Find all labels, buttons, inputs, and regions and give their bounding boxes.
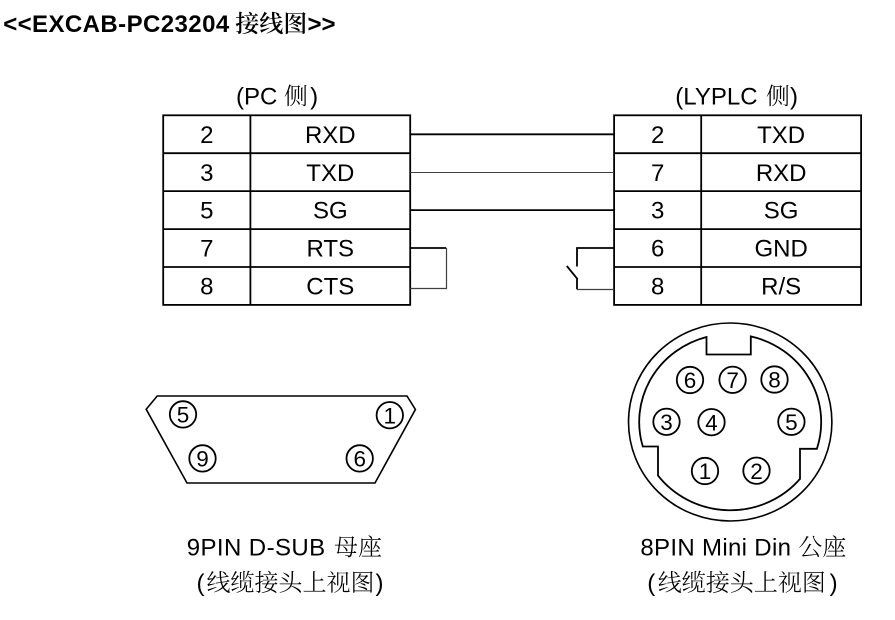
svg-text:2: 2 [200, 122, 213, 149]
svg-text:TXD: TXD [757, 122, 805, 149]
svg-text:5: 5 [785, 410, 798, 435]
svg-text:6: 6 [353, 447, 366, 472]
svg-text:(LYPLC: (LYPLC [675, 84, 757, 111]
svg-text:CTS: CTS [306, 274, 354, 301]
svg-text:3: 3 [660, 410, 673, 435]
svg-text:5: 5 [177, 403, 190, 428]
svg-text:TXD: TXD [306, 160, 354, 187]
svg-text:5: 5 [200, 198, 213, 225]
svg-text:7: 7 [200, 236, 213, 263]
svg-text:RTS: RTS [307, 236, 355, 263]
svg-text:(: ( [647, 570, 655, 597]
svg-text:GND: GND [754, 236, 807, 263]
svg-text:9: 9 [196, 447, 209, 472]
svg-text:8: 8 [200, 274, 213, 301]
svg-text:RXD: RXD [305, 122, 356, 149]
svg-text:3: 3 [651, 198, 664, 225]
svg-text:6: 6 [684, 368, 697, 393]
svg-text:8PIN Mini Din: 8PIN Mini Din [640, 535, 791, 562]
svg-text:8: 8 [651, 274, 664, 301]
svg-text:2: 2 [651, 122, 664, 149]
svg-text:2: 2 [750, 459, 763, 484]
svg-text:7: 7 [651, 160, 664, 187]
svg-text:(: ( [197, 570, 205, 597]
svg-text:R/S: R/S [761, 274, 801, 301]
svg-text:>>: >> [308, 11, 336, 38]
svg-text:1: 1 [384, 403, 397, 428]
svg-text:1: 1 [699, 459, 712, 484]
svg-text:8: 8 [768, 368, 781, 393]
svg-text:): ) [830, 570, 838, 597]
svg-text:9PIN D-SUB: 9PIN D-SUB [187, 535, 326, 562]
svg-text:RXD: RXD [756, 160, 807, 187]
svg-text:SG: SG [764, 198, 799, 225]
svg-text:SG: SG [313, 198, 348, 225]
svg-text:4: 4 [705, 410, 718, 435]
svg-text:): ) [376, 570, 384, 597]
svg-text:<<EXCAB-PC23204: <<EXCAB-PC23204 [3, 11, 230, 38]
svg-text:(PC: (PC [236, 84, 277, 111]
svg-text:6: 6 [651, 236, 664, 263]
svg-text:7: 7 [726, 368, 739, 393]
svg-text:3: 3 [200, 160, 213, 187]
svg-text:): ) [310, 84, 318, 111]
svg-text:): ) [790, 84, 798, 111]
